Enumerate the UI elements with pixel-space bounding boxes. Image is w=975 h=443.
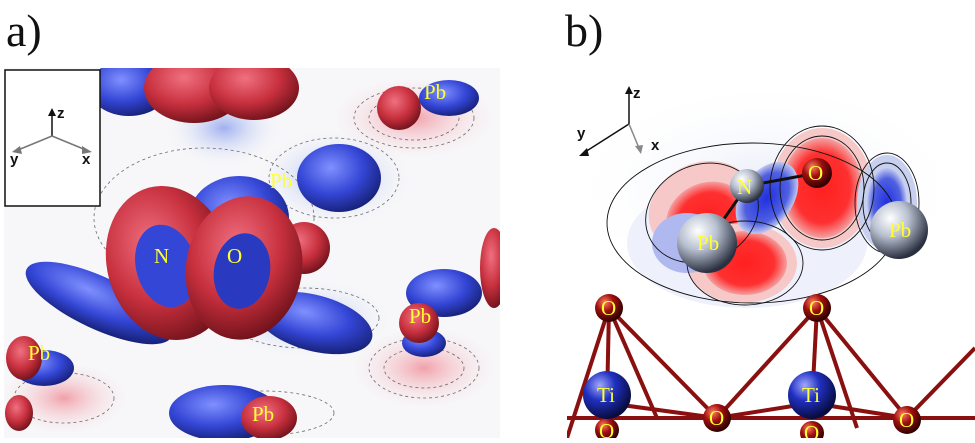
atom-O-lattice (893, 406, 921, 434)
atom-Ti (583, 371, 631, 419)
atom-label-N: N (154, 244, 169, 268)
atom-O-lattice (803, 294, 831, 322)
atom-O-lattice (703, 404, 731, 432)
atom-label-O: O (227, 244, 242, 268)
atom-label-O: O (899, 408, 914, 432)
axis-label-y: y (10, 151, 19, 168)
atom-label-N: N (737, 175, 752, 199)
atom-Pb (677, 213, 737, 273)
atom-label-Pb: Pb (697, 231, 719, 255)
atom-label-Ti: Ti (597, 383, 615, 407)
axis-inset: z y x (4, 69, 101, 207)
atom-O-lattice (595, 294, 623, 322)
axis-label-x: x (82, 151, 91, 168)
atom-Pb (870, 201, 928, 259)
atom-label-O: O (709, 406, 724, 430)
atom-label-Pb: Pb (28, 341, 50, 365)
atom-label-O: O (809, 296, 824, 320)
panel-b-label: b) (565, 5, 604, 56)
atom-label-Pb: Pb (409, 304, 431, 328)
atom-label-Pb: Pb (889, 218, 911, 242)
atom-label-O: O (601, 296, 616, 320)
axis-label-x: x (651, 137, 660, 154)
atom-label-Pb: Pb (424, 80, 446, 104)
atoms (583, 158, 928, 438)
panel-a-render: N O Pb Pb Pb Pb Pb z y x (4, 68, 500, 438)
atom-label-O: O (599, 419, 614, 438)
atom-O-lattice (595, 418, 619, 438)
axis-triad: z y x (577, 85, 660, 156)
atom-O (802, 158, 832, 188)
axis-label-z: z (57, 105, 65, 122)
positive-isosurfaces (5, 68, 500, 438)
panel-a-isosurface: N O Pb Pb Pb Pb Pb z y x (4, 68, 500, 438)
atom-label-Pb: Pb (252, 402, 274, 426)
atom-label-O: O (804, 421, 819, 438)
atom-Ti (788, 371, 836, 419)
axis-label-z: z (633, 85, 641, 102)
atom-label-Ti: Ti (802, 383, 820, 407)
panel-b-render: N O Pb Pb O O O O O O Ti Ti z y x (567, 78, 975, 438)
atom-label-Pb: Pb (270, 169, 292, 193)
panel-a-label: a) (6, 5, 42, 56)
atom-O-lattice (800, 421, 824, 438)
atom-label-O: O (808, 161, 823, 185)
atom-N (730, 169, 764, 203)
panel-b-orbital: N O Pb Pb O O O O O O Ti Ti z y x (567, 68, 975, 438)
axis-label-y: y (577, 125, 586, 142)
